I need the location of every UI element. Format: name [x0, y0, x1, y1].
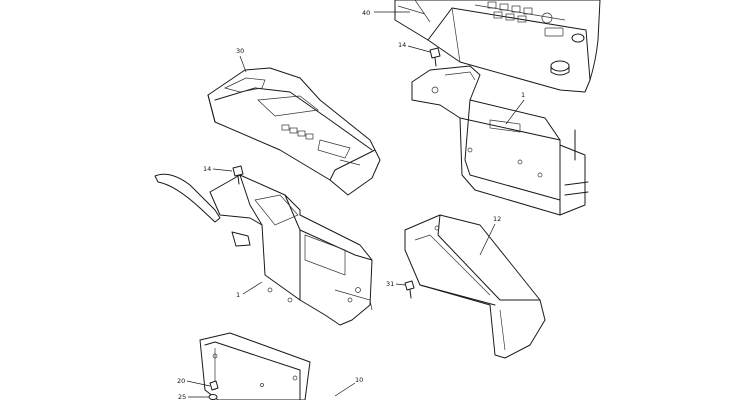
part-1-lever-bracket	[154, 173, 373, 326]
callout-1-top: 1	[521, 91, 525, 99]
part-25-washer	[208, 394, 218, 400]
callout-40: 40	[362, 9, 370, 17]
part-10-lower-tray	[199, 332, 311, 400]
leader-lines	[186, 11, 525, 398]
part-14-bolt-left	[232, 165, 244, 185]
part-20-screw	[209, 380, 219, 391]
callout-25: 25	[178, 393, 186, 400]
part-12-trough-cover	[404, 214, 546, 359]
switch-cluster	[487, 1, 564, 37]
callout-14-left: 14	[203, 165, 211, 173]
callout-labels: 40 14 1 30 14 12 31 1 20 10 25	[177, 9, 525, 400]
callout-14-top: 14	[398, 41, 406, 49]
callout-1-left: 1	[236, 291, 240, 299]
part-14-bolt-top	[429, 47, 441, 67]
part-30-console-cover	[207, 67, 381, 196]
callout-20: 20	[177, 377, 185, 385]
callout-12: 12	[493, 215, 501, 223]
callout-30: 30	[236, 47, 244, 55]
part-40-switch-panel	[394, 0, 601, 93]
callout-10: 10	[355, 376, 363, 384]
part-31-screw	[404, 280, 415, 299]
part-1-bracket-right	[411, 65, 589, 216]
callout-31: 31	[386, 280, 394, 288]
